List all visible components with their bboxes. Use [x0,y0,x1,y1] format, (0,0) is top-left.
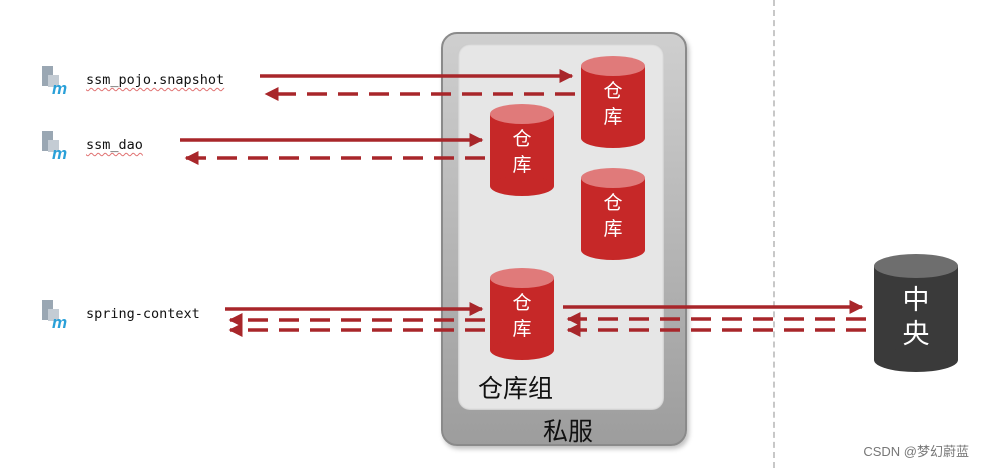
repository-label: 仓 库 [512,128,532,176]
svg-text:m: m [52,313,67,329]
maven-module-icon: m [40,299,74,332]
artifact-ssm-dao: m ssm_dao [40,130,143,163]
repository-cylinder-third: 仓 库 [581,168,645,260]
repository-cylinder-dao: 仓 库 [490,104,554,196]
maven-module-icon: m [40,65,74,98]
database-icon [490,104,554,196]
repository-group-label: 仓库组 [478,374,554,403]
svg-text:m: m [52,144,67,160]
artifact-name: spring-context [86,306,200,322]
repository-label: 仓 库 [603,80,623,128]
database-icon [581,168,645,260]
database-icon [874,254,958,372]
repository-cylinder-proxy: 仓 库 [490,268,554,360]
central-repository-cylinder: 中 央 [874,254,958,372]
repository-cylinder-snapshot: 仓 库 [581,56,645,148]
central-label: 中 央 [902,285,930,350]
maven-module-icon: m [40,130,74,163]
artifact-name: ssm_dao [86,137,143,153]
svg-text:m: m [52,79,67,95]
artifact-name: ssm_pojo.snapshot [86,72,225,88]
network-boundary-divider [773,0,775,468]
database-icon [490,268,554,360]
repository-label: 仓 库 [512,292,532,340]
artifact-spring-context: m spring-context [40,299,200,332]
artifact-ssm-pojo-snapshot: m ssm_pojo.snapshot [40,65,225,98]
database-icon [581,56,645,148]
watermark: CSDN @梦幻蔚蓝 [863,444,969,459]
private-server-label: 私服 [543,417,594,446]
repository-label: 仓 库 [603,192,623,240]
